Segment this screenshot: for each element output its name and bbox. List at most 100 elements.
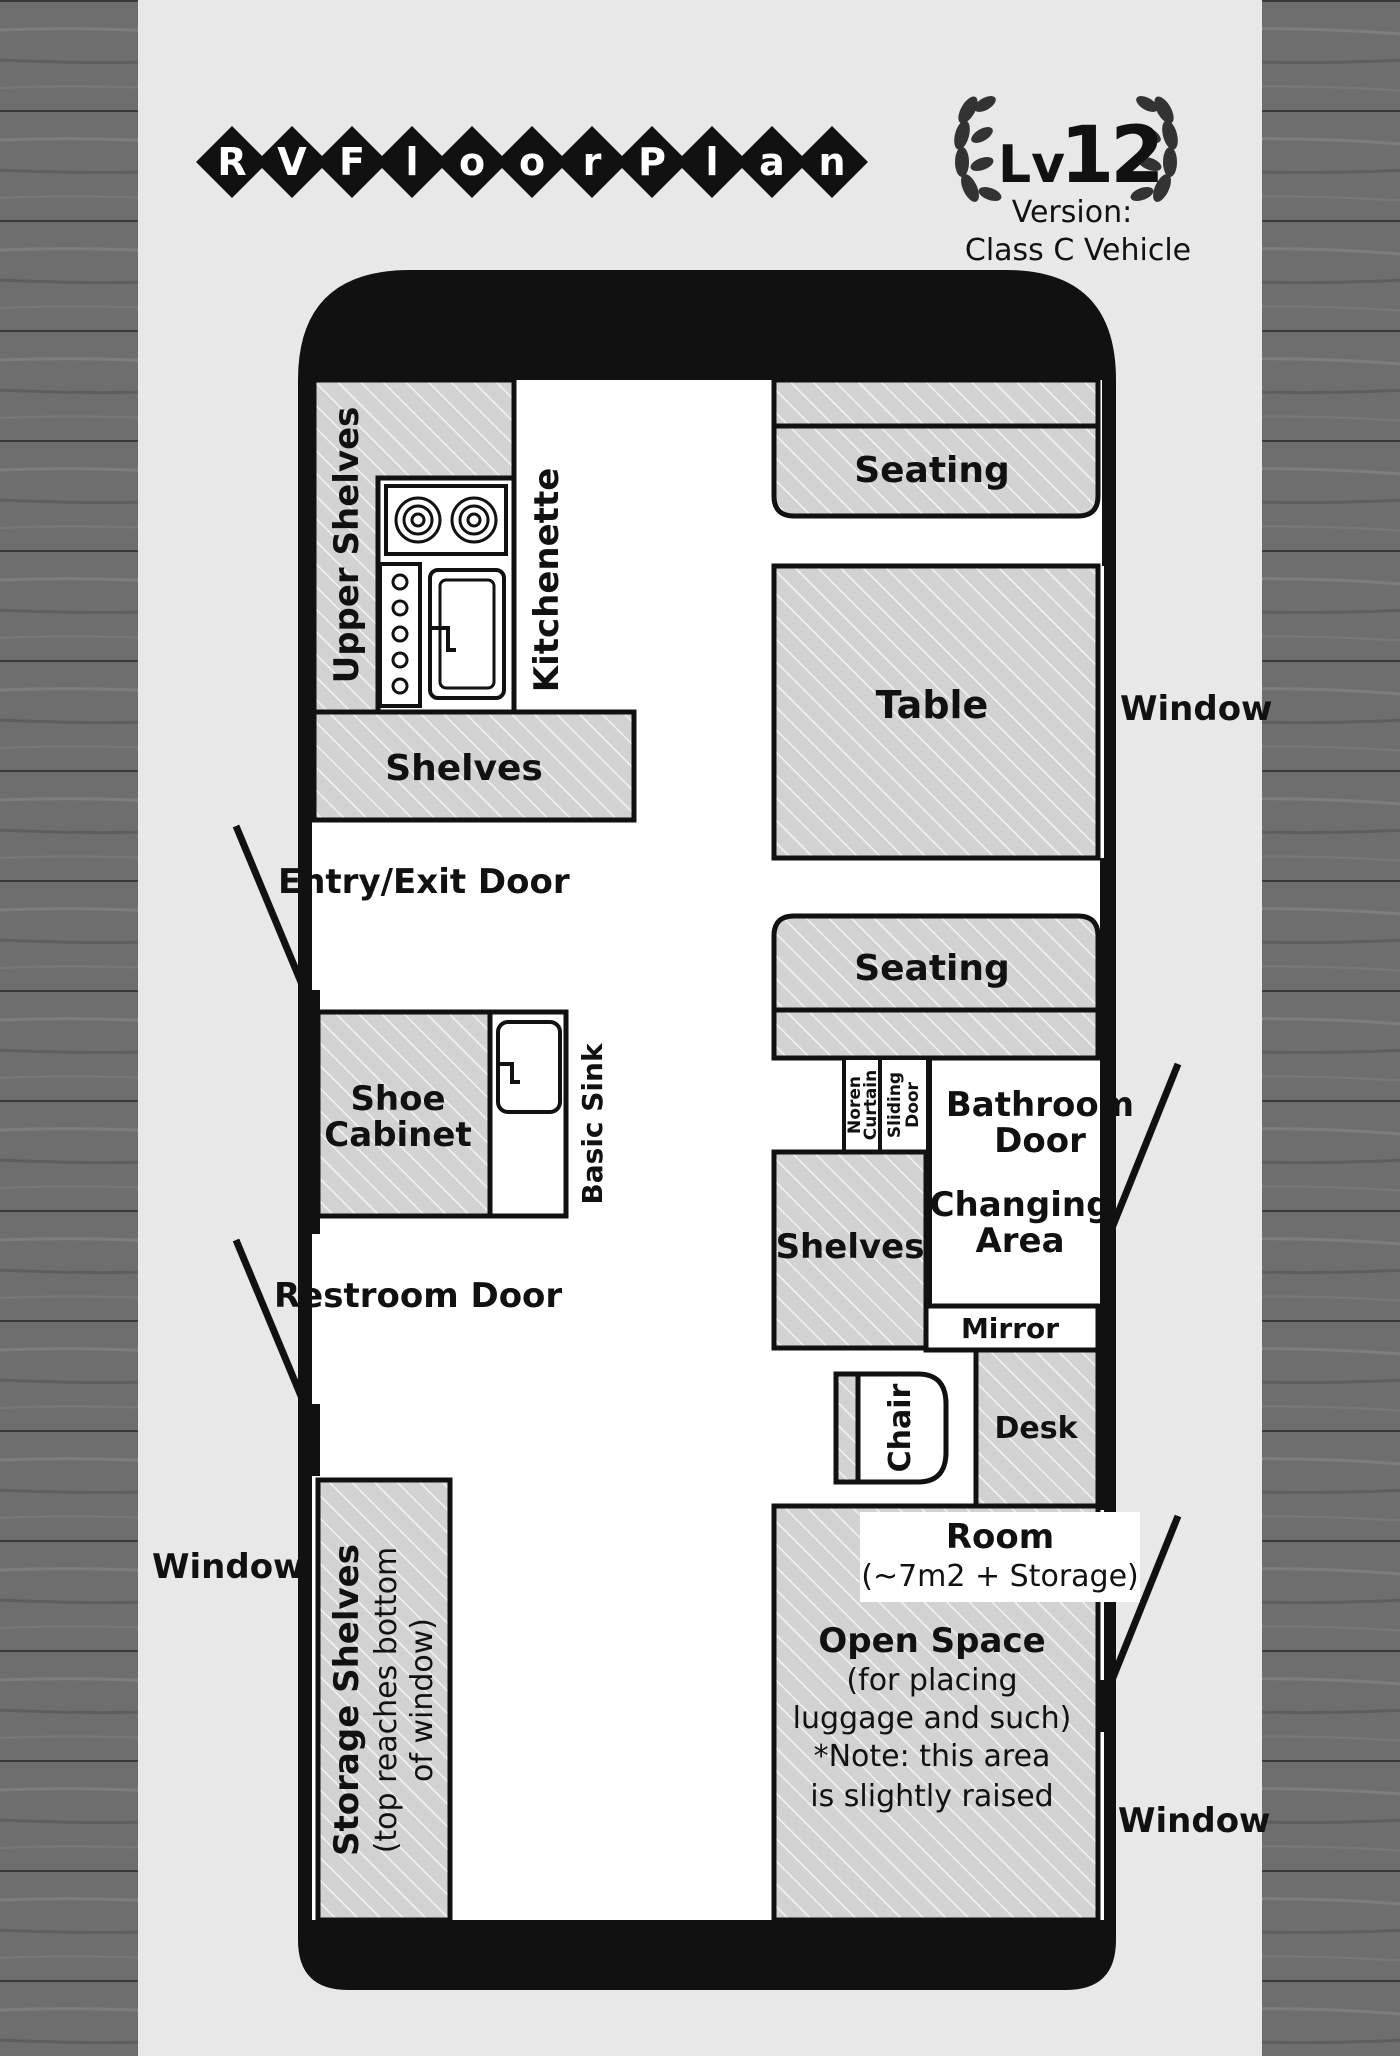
storage-shelves-label: Storage Shelves [327, 1544, 367, 1856]
window-right-top-label: Window [1120, 689, 1272, 729]
shelves-mid-label: Shelves [776, 1227, 925, 1267]
title-letter: o [459, 140, 485, 184]
right-wall-mid1 [1100, 858, 1116, 1234]
desk [973, 1347, 1101, 1509]
title-diamond [556, 126, 628, 198]
title-letter: V [277, 140, 307, 184]
title-diamond [256, 126, 328, 198]
basic-sink-label: Basic Sink [576, 1042, 609, 1205]
left-wall-bottom [298, 1480, 312, 1940]
upper-shelves-label: Upper Shelves [327, 407, 367, 684]
title-letter: l [405, 140, 418, 184]
chair-label: Chair [883, 1383, 918, 1472]
level-prefix: Lv [998, 135, 1065, 195]
burner-icon [394, 496, 442, 544]
kitchenette-label: Kitchenette [527, 468, 567, 693]
right-wall-mid2 [1100, 1234, 1116, 1510]
level-number: 12 [1060, 111, 1161, 201]
changing-area-wall [926, 1058, 932, 1306]
desk-label: Desk [994, 1411, 1078, 1446]
knob-icons [391, 573, 409, 695]
version-label: Version: [1012, 195, 1132, 230]
seating-mid-back [771, 1007, 1101, 1061]
title-diamond [436, 126, 508, 198]
bathroom-door-label-1: Bathroom [946, 1085, 1134, 1125]
open-space-note-4: is slightly raised [810, 1779, 1053, 1814]
shoe-cabinet [315, 1009, 493, 1219]
version-value: Class C Vehicle [965, 233, 1191, 268]
changing-area-label-2: Area [975, 1221, 1064, 1261]
shelves-top-label: Shelves [385, 748, 543, 789]
changing-area-label-1: Changing [930, 1185, 1111, 1225]
front-seats-label: Front Seats [580, 301, 852, 350]
open-space-note-3: *Note: this area [814, 1739, 1051, 1774]
title-diamond [796, 126, 868, 198]
open-space-note-2: luggage and such) [793, 1701, 1072, 1736]
storage-note-1: (top reaches bottom [369, 1547, 404, 1854]
kitchen-sink [428, 568, 506, 700]
shelves-top [311, 709, 637, 823]
seating-top-back [771, 377, 1101, 429]
shoe-cabinet-label-1: Shoe [350, 1079, 445, 1119]
kitchen-sink-basin [438, 578, 496, 690]
title-diamond [316, 126, 388, 198]
shoe-cabinet-label-2: Cabinet [324, 1115, 471, 1155]
mirror-label: Mirror [961, 1312, 1059, 1345]
title-letter: P [638, 140, 666, 184]
noren-curtain-label-2: Curtain [861, 1070, 881, 1141]
window-left-label: Window [152, 1547, 304, 1587]
seating-top-label: Seating [854, 450, 1010, 491]
basic-sink-basin [496, 1020, 562, 1114]
title-letter: a [759, 140, 785, 184]
seating-top [771, 423, 1101, 519]
bathroom-door-label-2: Door [994, 1121, 1086, 1161]
room-door-swing [1104, 1514, 1182, 1692]
restroom-door-swing [232, 1238, 310, 1410]
right-wall-top [1102, 380, 1116, 566]
stove [384, 484, 508, 556]
left-wall-top [298, 380, 312, 820]
entry-door-swing [232, 824, 310, 996]
rv-rear-wall [298, 1920, 1116, 1940]
level-badge: Lv 12 Version: Class C Vehicle [954, 96, 1191, 268]
title-diamond [196, 126, 268, 198]
control-panel [378, 562, 422, 708]
sliding-door-label-2: Door [903, 1081, 923, 1127]
chair-icon [833, 1371, 949, 1485]
title-diamond [496, 126, 568, 198]
faucet-icon [430, 626, 456, 652]
sliding-door-label-1: Sliding [885, 1072, 905, 1138]
title-diamond [676, 126, 748, 198]
left-wall-low [298, 1404, 320, 1476]
title-letter: o [519, 140, 545, 184]
open-space-note-1: (for placing [846, 1663, 1017, 1698]
storage-note-2: of window) [405, 1618, 440, 1782]
left-wall-mid [298, 990, 320, 1234]
entry-door-label: Entry/Exit Door [278, 862, 570, 902]
title-letter: r [583, 140, 602, 184]
bathroom-door-swing [1104, 1062, 1182, 1240]
title-diamond [616, 126, 688, 198]
room-size-label: (~7m2 + Storage) [861, 1559, 1139, 1594]
burner-icon [450, 496, 498, 544]
table-label: Table [876, 683, 989, 727]
title-letter: R [217, 140, 246, 184]
room-label: Room [946, 1517, 1054, 1557]
table [771, 563, 1101, 861]
faucet-icon [498, 1062, 520, 1084]
window-right-bottom-label: Window [1118, 1801, 1270, 1841]
restroom-door-label: Restroom Door [274, 1276, 562, 1316]
laurel-right-icon [1130, 96, 1178, 202]
title-diamond [736, 126, 808, 198]
title-diamond [376, 126, 448, 198]
right-wall-low [1100, 1680, 1116, 1732]
room-label-bg [860, 1512, 1140, 1602]
title-letter: F [339, 140, 365, 184]
title-letter: n [818, 140, 845, 184]
title-letter: l [705, 140, 718, 184]
laurel-left-icon [954, 96, 1002, 202]
open-space-label: Open Space [818, 1621, 1045, 1661]
